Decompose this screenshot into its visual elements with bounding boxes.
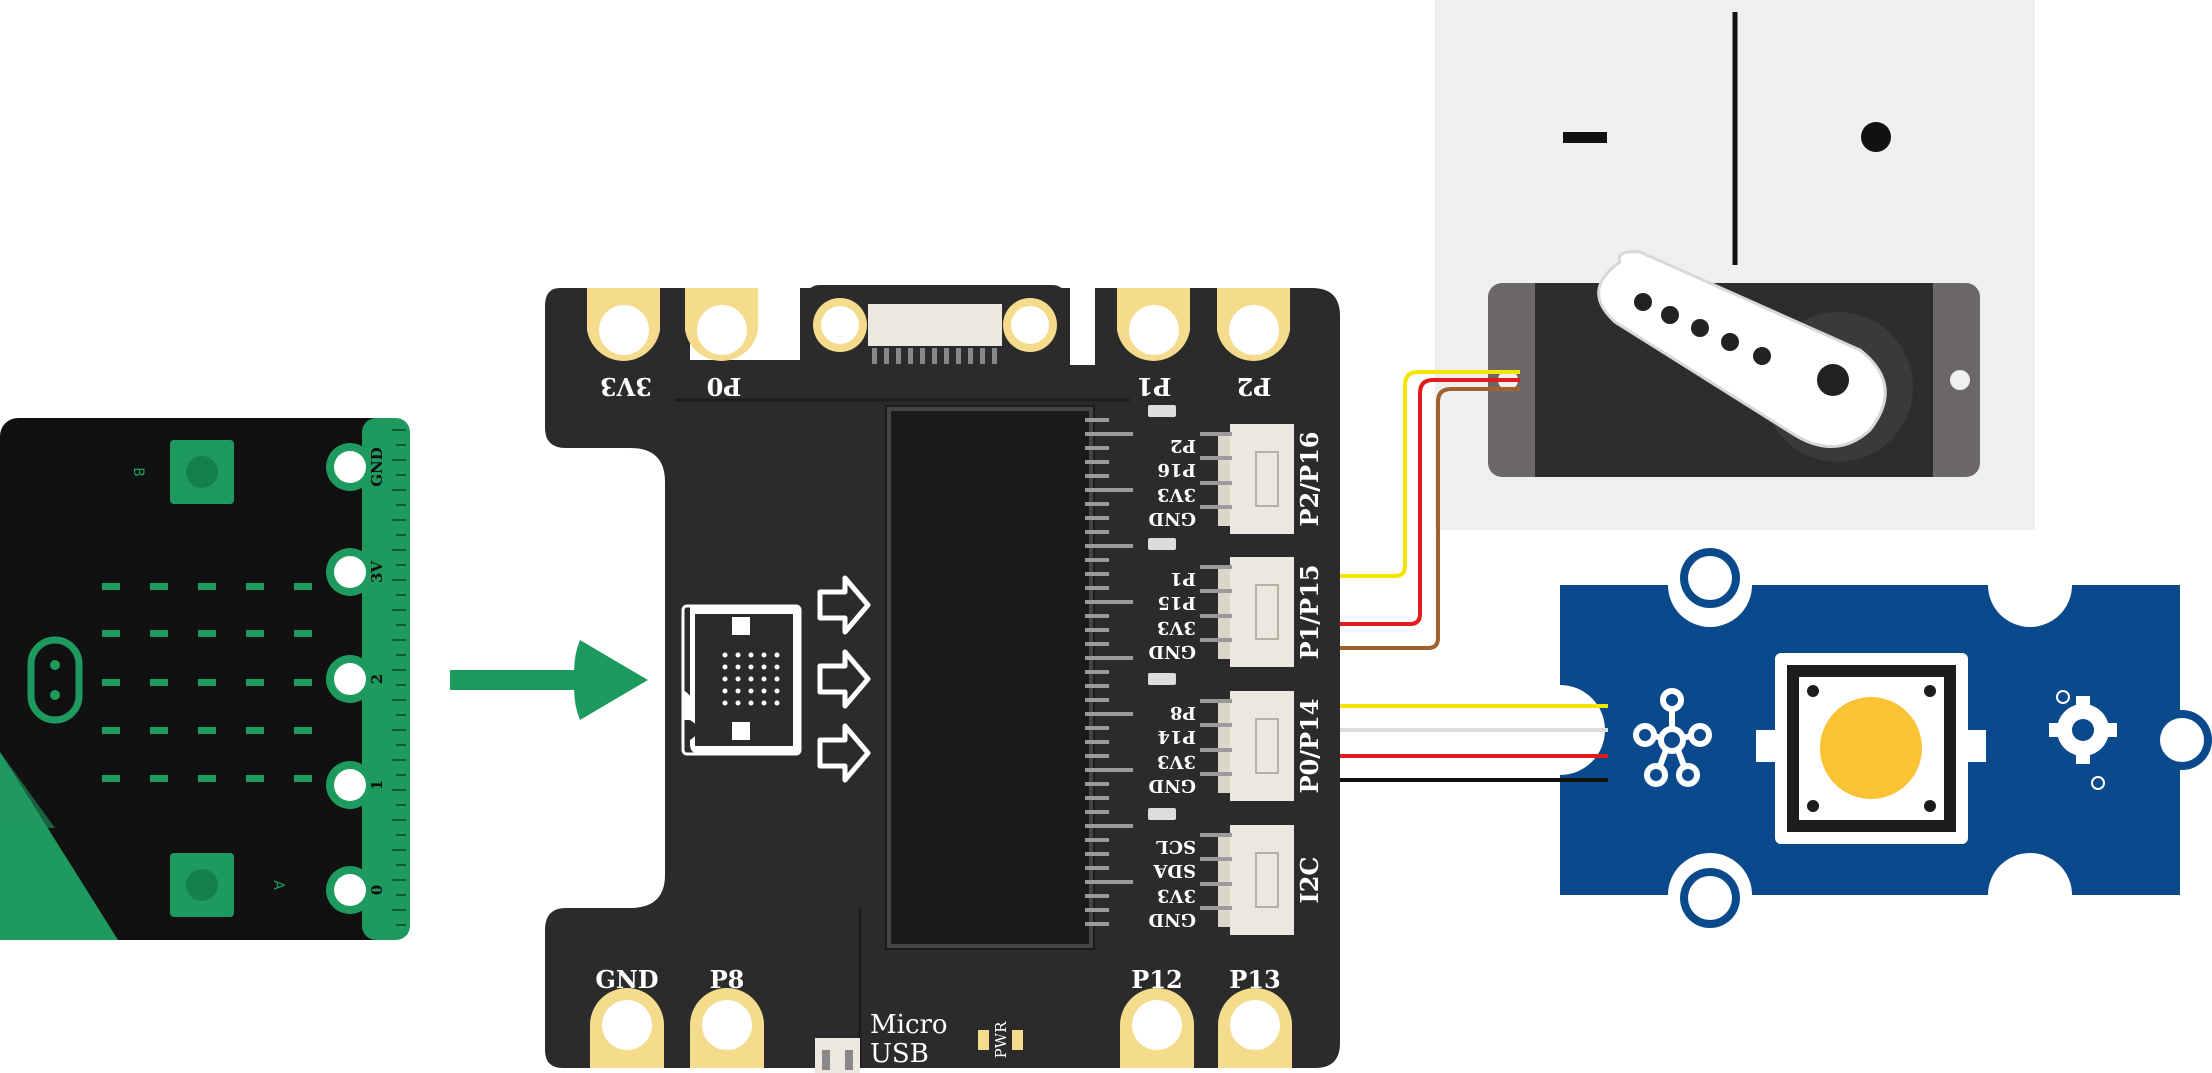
port-name-label: P2/P16 [1295,432,1324,527]
mount-hole [1688,556,1732,600]
pcb-notch [1988,543,2072,627]
microbit-button-b[interactable] [170,440,234,504]
direction-arrows-icon [817,575,871,783]
port-pin-label: GND [1149,909,1196,930]
edge-label-2: 2 [368,674,386,684]
gear-logo-icon [2049,690,2117,790]
pad-label-3v3: 3V3 [600,372,652,401]
mount-hole [1688,876,1732,920]
insert-arrow-icon [450,640,648,720]
microbit-led-matrix [102,583,312,782]
port-pin-label: P14 [1157,726,1196,747]
edge-slot [885,405,1095,950]
pad-label-gnd: GND [595,965,658,994]
port-name-label: P1/P15 [1295,565,1324,660]
micro-usb-port[interactable] [815,1038,860,1073]
port-name-label: P0/P14 [1295,699,1324,794]
button-a-label: A [270,880,286,890]
microbit-edge-pads [326,443,374,914]
microbit-button-a[interactable] [170,853,234,917]
servo-wires [1290,370,1520,650]
port-pin-label: P16 [1157,459,1196,480]
button-module [1560,543,2212,937]
port-pin-label: 3V3 [1157,617,1196,638]
edge-pad-gnd [326,443,374,491]
wire-ground-brown [1290,387,1520,650]
microbit-orientation-icon [681,604,802,756]
microbit-logo-icon [27,636,83,724]
port-pin-label: 3V3 [1157,751,1196,772]
edge-slot-pins [1085,418,1133,926]
servo-mount-hole [1950,370,1970,390]
microbit-board: GND 3V 2 1 0 A B [0,418,410,940]
top-ribbon-connector [813,298,1057,364]
port-pin-label: GND [1149,775,1196,796]
usb-label-line1: Micro [870,1010,948,1040]
wire-signal-yellow [1290,370,1520,578]
pad-label-p2: P2 [1237,372,1272,401]
pcb-notch [1988,853,2072,937]
mount-hole [2160,718,2204,762]
edge-label-3v: 3V [368,561,386,583]
edge-pad-3v [326,548,374,596]
servo-horn [1597,250,1887,448]
pwr-led [978,1030,1023,1050]
pad-label-p0: P0 [707,372,742,401]
microbit-edge-connector [362,418,410,940]
edge-pad-0 [326,866,374,914]
button-b-label: B [130,467,146,477]
pad-label-p1: P1 [1137,372,1172,401]
expansion-board: 3V3 P0 P1 P2 GND P8 P12 P13 Mi [545,285,1340,1073]
edge-label-1: 1 [368,780,386,790]
port-pin-label: P15 [1157,592,1196,613]
pwr-label: PWR [992,1021,1010,1059]
port-name-label: I2C [1295,856,1324,903]
port-pin-label: P1 [1170,568,1196,589]
edge-label-gnd: GND [368,447,386,487]
pad-label-p12: P12 [1131,965,1182,994]
port-pin-label: SDA [1152,860,1196,881]
microbit-ruler-ticks [392,429,406,926]
port-pin-label: 3V3 [1157,484,1196,505]
port-markers [1148,405,1176,820]
edge-pad-2 [326,655,374,703]
button-cap[interactable] [1820,697,1922,799]
pad-label-p8: P8 [710,965,745,994]
top-pads [587,288,1290,361]
port-pin-label: P2 [1170,435,1196,456]
usb-label-line2: USB [870,1039,929,1069]
port-pin-label: GND [1149,508,1196,529]
push-button[interactable] [1756,653,1986,844]
port-pin-label: SCL [1156,836,1196,857]
port-pin-label: P8 [1170,702,1196,723]
edge-label-0: 0 [368,885,386,895]
pad-label-p13: P13 [1229,965,1280,994]
bottom-pads [590,988,1292,1068]
port-pin-label: 3V3 [1157,885,1196,906]
dot-mark-icon [1861,122,1891,152]
servo-module [1435,0,2035,530]
edge-pad-1 [326,761,374,809]
flower-logo-icon [1633,688,1712,787]
minus-mark-icon [1563,132,1607,143]
button-wires [1290,704,1608,782]
wire-power-red [1290,378,1520,626]
port-pin-label: GND [1149,641,1196,662]
